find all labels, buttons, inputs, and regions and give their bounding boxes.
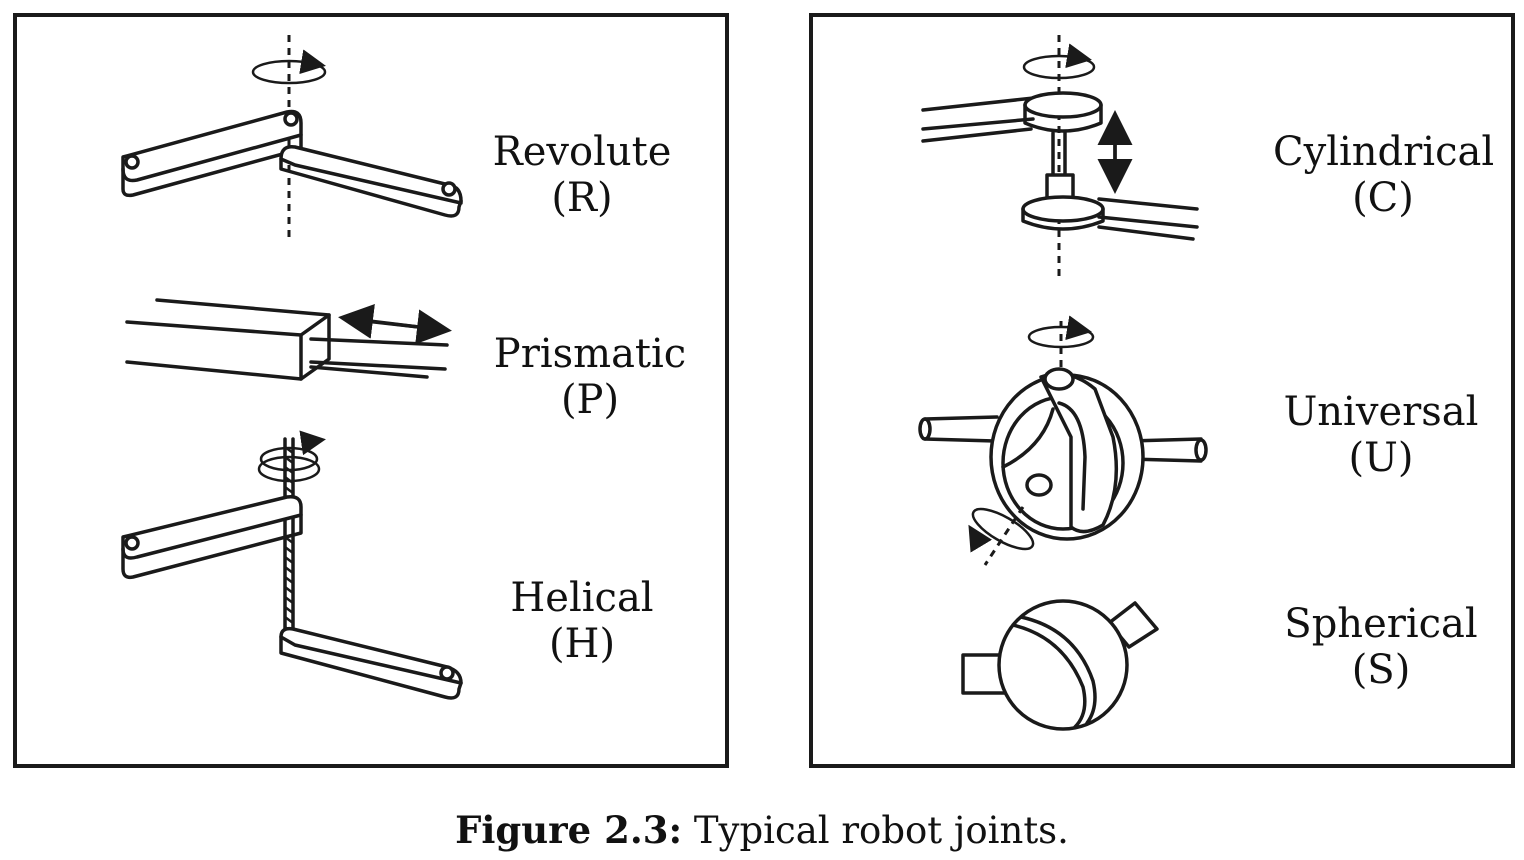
revolute-joint-icon — [121, 35, 463, 242]
cylindrical-joint-icon — [921, 35, 1199, 277]
joint-name: Universal — [1283, 389, 1479, 435]
joint-abbr: (R) — [551, 175, 613, 221]
joint-abbr: (C) — [1352, 175, 1414, 221]
joint-name: Revolute — [492, 129, 672, 175]
right-joint-illustrations — [918, 35, 1208, 731]
figure-caption: Figure 2.3: Typical robot joints. — [0, 808, 1524, 852]
caption-text: Typical robot joints. — [693, 809, 1069, 852]
left-panel: Revolute (R) Prismatic (P) Helical (H) — [13, 13, 729, 768]
prismatic-joint-icon — [125, 298, 452, 381]
joint-abbr: (P) — [560, 377, 620, 423]
universal-joint-icon — [918, 315, 1208, 566]
joint-name: Prismatic — [493, 331, 687, 377]
spherical-joint-icon — [961, 599, 1159, 731]
universal-label: Universal (U) — [1273, 389, 1489, 481]
helical-joint-icon — [121, 430, 463, 700]
spherical-label: Spherical (S) — [1273, 601, 1489, 693]
joint-abbr: (S) — [1351, 647, 1411, 693]
joint-name: Spherical — [1284, 601, 1478, 647]
cylindrical-label: Cylindrical (C) — [1273, 129, 1495, 221]
revolute-label: Revolute (R) — [487, 129, 677, 221]
right-panel: Cylindrical (C) Universal (U) Spherical … — [809, 13, 1515, 768]
helical-label: Helical (H) — [487, 575, 677, 667]
joint-abbr: (H) — [548, 621, 616, 667]
caption-label: Figure 2.3: — [455, 808, 683, 852]
joint-abbr: (U) — [1348, 435, 1414, 481]
left-joint-illustrations — [121, 35, 463, 700]
joint-name: Cylindrical — [1273, 129, 1495, 175]
prismatic-label: Prismatic (P) — [487, 331, 693, 423]
joint-name: Helical — [510, 575, 654, 621]
